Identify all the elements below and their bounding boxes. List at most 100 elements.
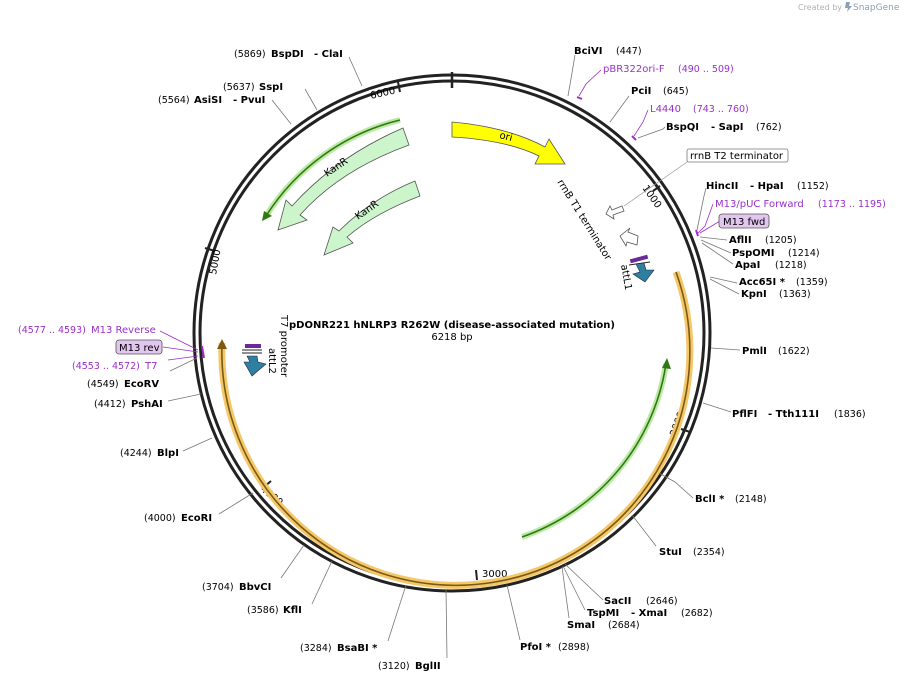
site-pcii[interactable]: PciI (645)	[631, 86, 689, 97]
attl2-primer-mark	[245, 344, 261, 348]
site-pshai[interactable]: (4412) PshAI	[94, 399, 163, 410]
site-apai[interactable]: ApaI (1218)	[735, 260, 807, 271]
svg-text:AflII: AflII	[729, 235, 752, 246]
svg-text:SacII: SacII	[604, 596, 631, 607]
svg-text:PfoI *: PfoI *	[520, 642, 552, 653]
watermark-prefix: Created by	[798, 3, 842, 12]
svg-text:BbvCI: BbvCI	[239, 582, 271, 593]
site-smai[interactable]: SmaI (2684)	[567, 620, 640, 631]
svg-text:(4244): (4244)	[120, 448, 152, 459]
svg-text:(447): (447)	[616, 46, 642, 57]
site-pmli[interactable]: PmlI (1622)	[742, 346, 810, 357]
plasmid-name: pDONR221 hNLRP3 R262W (disease-associate…	[289, 320, 615, 331]
primer-t7[interactable]: (4553 .. 4572) T7	[72, 361, 157, 372]
svg-text:BspDI: BspDI	[271, 49, 304, 60]
svg-text:(4412): (4412)	[94, 399, 126, 410]
svg-text:(2682): (2682)	[681, 608, 713, 619]
primer-l4440[interactable]: L4440 (743 .. 760)	[650, 104, 749, 115]
svg-text:(5564): (5564)	[158, 95, 190, 106]
svg-text:ApaI: ApaI	[735, 260, 760, 271]
attl1-feature[interactable]: attL1	[618, 254, 655, 291]
attl2-feature[interactable]: attL2	[242, 344, 277, 377]
svg-text:SmaI: SmaI	[567, 620, 595, 631]
site-ecorv[interactable]: (4549) EcoRV	[87, 379, 159, 390]
tick-1000: 1000	[640, 183, 664, 210]
svg-text:(3586): (3586)	[247, 605, 279, 616]
attl2-label: attL2	[266, 348, 277, 374]
site-sspi[interactable]: (5637) SspI	[223, 82, 283, 93]
svg-text:(645): (645)	[663, 86, 689, 97]
svg-text:PciI: PciI	[631, 86, 651, 97]
svg-text:- SapI: - SapI	[711, 122, 743, 133]
kanr-feature-2[interactable]: KanR	[323, 180, 421, 256]
t7-promoter-label: T7 promoter	[278, 314, 289, 378]
site-stui[interactable]: StuI (2354)	[659, 547, 725, 558]
site-ecori[interactable]: (4000) EcoRI	[144, 513, 212, 524]
svg-text:(3120): (3120)	[378, 661, 410, 672]
rrnb-t2-terminator-feature[interactable]: rrnB T2 terminator	[605, 148, 789, 220]
site-pfoi[interactable]: PfoI * (2898)	[520, 642, 590, 653]
ori-feature[interactable]: ori	[451, 121, 566, 165]
site-kpni[interactable]: KpnI (1363)	[741, 289, 811, 300]
site-pspomi[interactable]: PspOMI (1214)	[732, 248, 820, 259]
svg-text:(1152): (1152)	[797, 181, 829, 192]
site-kfli[interactable]: (3586) KflI	[247, 605, 302, 616]
svg-text:(4577 .. 4593): (4577 .. 4593)	[18, 325, 86, 336]
svg-text:L4440: L4440	[650, 104, 681, 115]
site-hincii-hpai[interactable]: HincII - HpaI (1152)	[706, 181, 829, 192]
site-bbvci[interactable]: (3704) BbvCI	[202, 582, 271, 593]
svg-text:(2354): (2354)	[693, 547, 725, 558]
svg-text:BclI *: BclI *	[695, 494, 725, 505]
attl1-label: attL1	[618, 264, 633, 291]
svg-text:PflFI: PflFI	[732, 409, 757, 420]
primer-pbr322ori-f[interactable]: pBR322ori-F (490 .. 509)	[603, 64, 734, 75]
svg-text:(1205): (1205)	[765, 235, 797, 246]
site-blpi[interactable]: (4244) BlpI	[120, 448, 179, 459]
svg-text:(2684): (2684)	[608, 620, 640, 631]
svg-text:- PvuI: - PvuI	[233, 95, 265, 106]
svg-text:StuI: StuI	[659, 547, 682, 558]
green-orf-arrowhead-icon	[662, 358, 671, 369]
primer-m13-fwd[interactable]: M13 fwd	[718, 213, 770, 229]
svg-text:(2646): (2646)	[646, 596, 678, 607]
rrnb-t1-terminator-feature[interactable]: rrnB T1 terminator	[554, 178, 639, 263]
ori-label: ori	[498, 130, 513, 144]
attl1-primer-mark	[629, 254, 649, 264]
svg-text:- HpaI: - HpaI	[750, 181, 784, 192]
svg-text:BlpI: BlpI	[157, 448, 179, 459]
svg-text:(5637): (5637)	[223, 82, 255, 93]
primer-m13-reverse[interactable]: (4577 .. 4593) M13 Reverse	[18, 325, 156, 336]
svg-text:EcoRV: EcoRV	[124, 379, 159, 390]
svg-text:BglII: BglII	[415, 661, 441, 672]
site-acc65i[interactable]: Acc65I * (1359)	[739, 277, 828, 288]
svg-text:(1214): (1214)	[788, 248, 820, 259]
site-asisi-pvui[interactable]: (5564) AsiSI - PvuI	[158, 95, 265, 106]
svg-text:PspOMI: PspOMI	[732, 248, 774, 259]
site-bglii[interactable]: (3120) BglII	[378, 661, 441, 672]
site-bspqi-sapi[interactable]: BspQI - SapI (762)	[666, 122, 782, 133]
svg-text:- Tth111I: - Tth111I	[768, 409, 819, 420]
svg-text:M13 rev: M13 rev	[119, 343, 160, 354]
t7-promoter-feature[interactable]: T7 promoter	[278, 314, 289, 378]
primer-marks	[159, 69, 721, 361]
site-bspdi-clai[interactable]: (5869) BspDI - ClaI	[234, 49, 343, 60]
site-tspmi-xmai[interactable]: TspMI - XmaI (2682)	[587, 608, 713, 619]
rrnb-t2-label-box	[686, 148, 789, 163]
site-sacii[interactable]: SacII (2646)	[604, 596, 678, 607]
site-pflfi-tth111i[interactable]: PflFI - Tth111I (1836)	[732, 409, 866, 420]
svg-text:5000: 5000	[208, 249, 223, 276]
site-leader-lines	[167, 54, 741, 659]
svg-text:(1622): (1622)	[778, 346, 810, 357]
site-bsabi[interactable]: (3284) BsaBI *	[300, 643, 378, 654]
site-bcli[interactable]: BclI * (2148)	[695, 494, 767, 505]
svg-text:- XmaI: - XmaI	[631, 608, 667, 619]
site-aflii[interactable]: AflII (1205)	[729, 235, 797, 246]
primer-m13-rev[interactable]: M13 rev	[115, 339, 163, 355]
svg-text:(490 .. 509): (490 .. 509)	[678, 64, 734, 75]
primer-m13-puc-forward[interactable]: M13/pUC Forward (1173 .. 1195)	[715, 199, 886, 210]
site-bcivi[interactable]: BciVI (447)	[574, 46, 642, 57]
svg-text:pBR322ori-F: pBR322ori-F	[603, 64, 665, 75]
svg-text:BspQI: BspQI	[666, 122, 699, 133]
kanr-thin-line	[265, 119, 401, 217]
svg-text:(4553 .. 4572): (4553 .. 4572)	[72, 361, 140, 372]
